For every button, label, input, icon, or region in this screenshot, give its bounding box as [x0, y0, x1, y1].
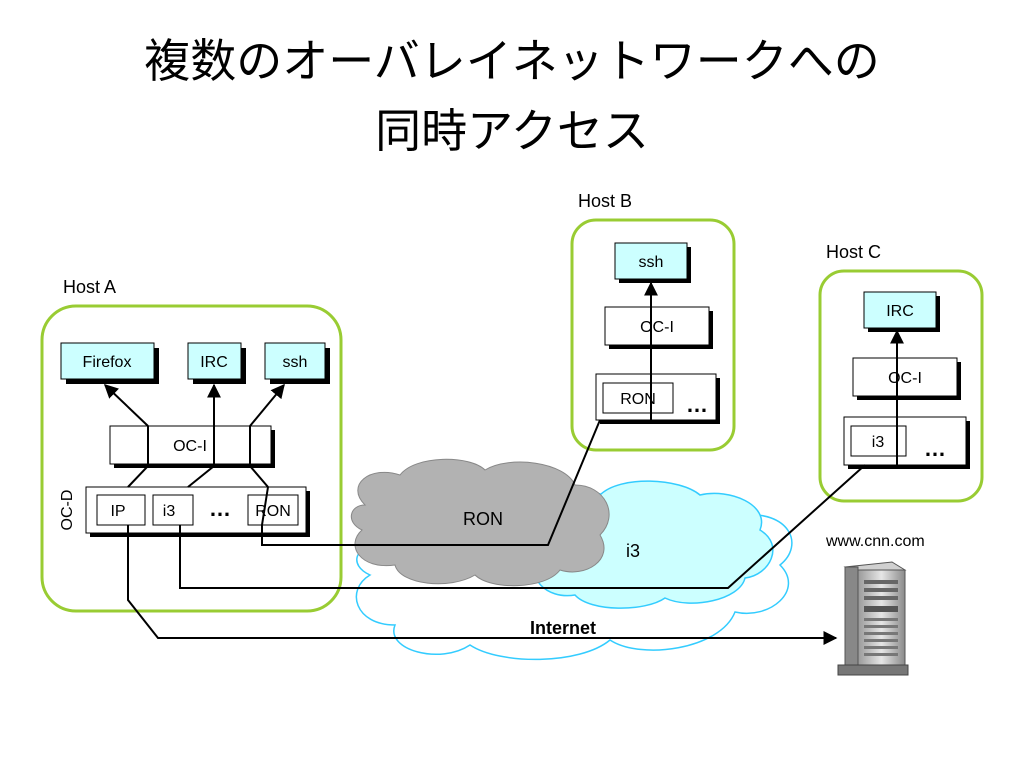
host-c-label: Host C [826, 242, 881, 262]
ellipsis-host-c: … [924, 436, 946, 461]
irc-box-host-a[interactable]: IRC [187, 342, 246, 384]
ssh-box-host-a[interactable]: ssh [264, 342, 330, 384]
oc-i-box-host-a: OC-I [109, 425, 275, 468]
ron-module-host-b [602, 382, 674, 414]
link-oci-i3 [187, 426, 215, 488]
oc-d-box-host-c: i3 … [843, 416, 970, 469]
host-a: Host A Firefox IRC ssh OC-I IP [40, 277, 343, 613]
link-oci-ip [127, 426, 149, 488]
connection-lines [103, 281, 904, 645]
oc-d-label: OC-D [59, 490, 76, 531]
ellipsis-host-b: … [686, 392, 708, 417]
server-label: www.cnn.com [825, 533, 925, 550]
ron-path [261, 419, 601, 546]
i3-module-label-host-c: i3 [872, 434, 885, 451]
slide-title-line-1: 複数のオーバレイネットワークへの [144, 34, 880, 88]
ron-cloud [351, 458, 610, 587]
i3-path [179, 464, 866, 589]
firefox-box[interactable]: Firefox [60, 342, 159, 384]
ellipsis-host-a: … [209, 496, 231, 521]
internet-cloud-label: Internet [530, 618, 596, 638]
ssh-label-host-b: ssh [639, 254, 664, 271]
ip-module-label: IP [110, 503, 125, 520]
i3-module-host-a [152, 494, 194, 526]
oc-i-box-host-c: OC-I [852, 357, 961, 400]
ron-module-label-host-b: RON [620, 391, 656, 408]
ron-cloud-label: RON [463, 509, 503, 529]
oc-i-box-host-b: OC-I [604, 306, 713, 349]
oc-i-label-host-c: OC-I [888, 370, 922, 387]
ron-module-label-host-a: RON [255, 503, 291, 520]
link-oci-ron [249, 426, 269, 488]
arrow-to-firefox [103, 384, 149, 427]
firefox-label: Firefox [83, 354, 132, 371]
host-a-label: Host A [63, 277, 116, 297]
i3-cloud-label: i3 [626, 541, 640, 561]
ssh-label-host-a: ssh [283, 354, 308, 371]
irc-box-host-c[interactable]: IRC [863, 291, 940, 332]
slide-title-line-2: 同時アクセス [375, 104, 649, 158]
ip-module [96, 494, 146, 526]
oc-i-label-host-b: OC-I [640, 319, 674, 336]
irc-label-host-c: IRC [886, 303, 914, 320]
oc-d-box-host-b: RON … [595, 373, 720, 424]
irc-label-host-a: IRC [200, 354, 228, 371]
internet-path [127, 525, 838, 645]
host-b: Host B ssh OC-I RON … [570, 191, 736, 452]
arrow-to-ssh-host-a [249, 383, 285, 427]
i3-module-label-host-a: i3 [163, 503, 176, 520]
host-b-label: Host B [578, 191, 632, 211]
ssh-box-host-b[interactable]: ssh [614, 242, 691, 283]
server-icon [837, 561, 909, 676]
host-c: Host C IRC OC-I i3 … [818, 242, 984, 503]
oc-i-label-host-a: OC-I [173, 438, 207, 455]
oc-d-box: IP i3 … RON [85, 486, 310, 537]
ron-module-host-a [247, 494, 299, 526]
